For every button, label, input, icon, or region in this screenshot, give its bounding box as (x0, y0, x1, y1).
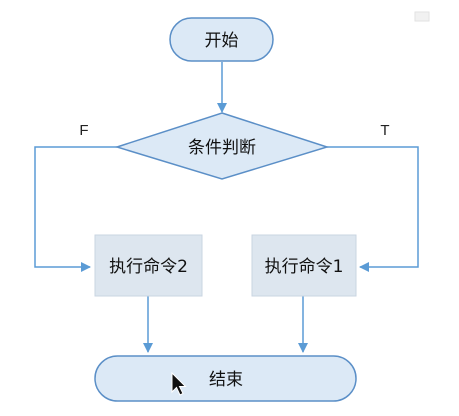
command1-node-label: 执行命令1 (265, 257, 344, 277)
start-node-label: 开始 (205, 31, 239, 51)
mouse-cursor-icon (171, 371, 187, 396)
end-node (94, 355, 357, 402)
corner-artifact (414, 11, 430, 22)
start-node (169, 17, 274, 62)
condition-node-label: 条件判断 (188, 138, 256, 158)
command2-node (94, 234, 203, 297)
true-branch-label: T (380, 122, 389, 139)
command2-node-label: 执行命令2 (109, 257, 188, 277)
arrow-false-branch (34, 146, 117, 272)
condition-node (114, 112, 330, 180)
command1-node (251, 234, 357, 297)
false-branch-label: F (79, 122, 88, 139)
arrow-true-branch (327, 146, 419, 272)
end-node-label: 结束 (209, 370, 243, 390)
